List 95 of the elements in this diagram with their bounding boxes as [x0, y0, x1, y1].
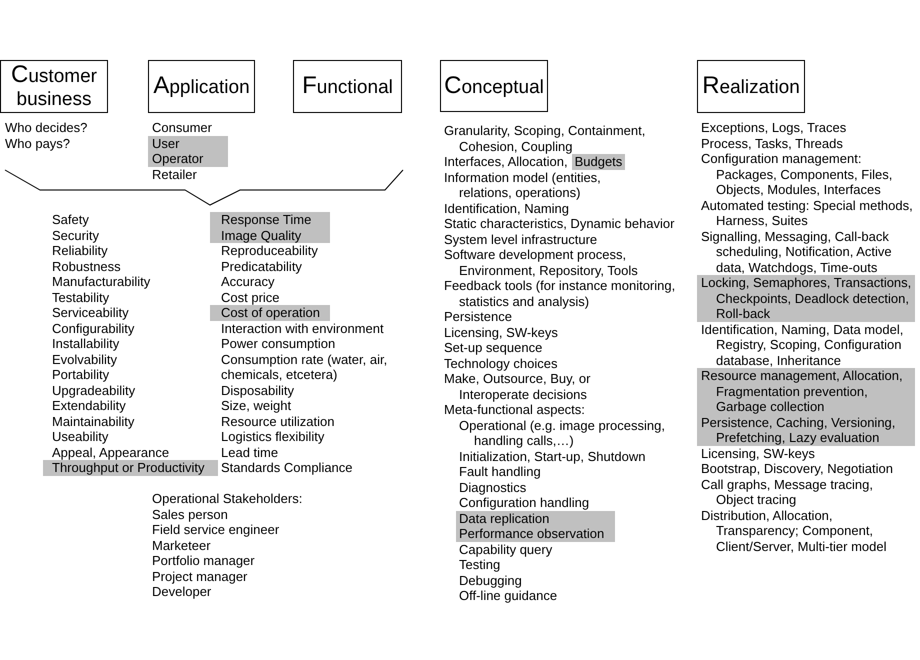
- quality-text: Accuracy: [221, 274, 274, 290]
- concept-text: Diagnostics: [459, 480, 526, 495]
- concept-text: Capability query: [459, 542, 552, 557]
- quality-text: Manufacturability: [52, 274, 150, 290]
- concept-text: Operational (e.g. image processing, handling calls,…): [459, 418, 666, 448]
- concept-text: Make, Outsource, Buy, or Interoperate decisions: [444, 371, 592, 402]
- concept-text: Meta-functional aspects:: [444, 402, 585, 418]
- highlighted-quality-text: Cost of operation: [210, 305, 330, 320]
- highlighted-realization-text: Resource management, Allocation, Fragmentation prevention, Garbage collection: [697, 368, 915, 414]
- quality-text: Testability: [52, 290, 110, 305]
- category-box: [697, 60, 805, 113]
- concept-text: Feedback tools (for instance monitoring, statistics and analysis): [444, 278, 676, 309]
- stakeholder-text: Project manager: [152, 568, 248, 584]
- stakeholder-text: Field service engineer: [152, 522, 280, 538]
- stakeholder-text: Operational Stakeholders:: [152, 491, 302, 506]
- realization-text: Licensing, SW-keys: [701, 446, 815, 461]
- category-title: Realization: [702, 74, 800, 99]
- quality-text: Upgradeability: [52, 382, 136, 398]
- realization-text: Identification, Naming, Data model, Registry, Scoping, Configuration database, Inheritance: [701, 322, 904, 368]
- category-box: [440, 60, 548, 112]
- concept-text: Off-line guidance: [459, 588, 558, 604]
- quality-text: Portability: [52, 367, 110, 382]
- question-text: Who decides?: [5, 120, 88, 136]
- highlighted-concept-text: Data replication: [456, 510, 615, 526]
- concept-text: Licensing, SW-keys: [444, 324, 558, 340]
- stakeholder-text: Retailer: [152, 166, 197, 182]
- concept-text: Testing: [459, 557, 500, 572]
- concept-text: Persistence: [444, 309, 512, 324]
- quality-text: Power consumption: [221, 336, 336, 352]
- concept-text: Set-up sequence: [444, 340, 542, 356]
- concept-text: Fault handling: [459, 464, 541, 480]
- concept-text: Configuration handling: [459, 495, 590, 510]
- quality-text: Interaction with environment: [221, 320, 384, 336]
- concept-text: Identification, Naming: [444, 200, 570, 216]
- concept-text: Technology choices: [444, 356, 558, 371]
- concept-text: Debugging: [459, 572, 522, 588]
- quality-text: Evolvability: [52, 352, 118, 367]
- quality-text: Size, weight: [221, 398, 292, 414]
- category-box: [148, 60, 255, 113]
- stakeholder-text: Developer: [152, 584, 212, 600]
- quality-text: Installability: [52, 336, 120, 352]
- quality-text: Consumption rate (water, air, chemicals, etcetera): [221, 352, 388, 382]
- quality-text: Lead time: [221, 444, 278, 460]
- stakeholder-text: Sales person: [152, 506, 228, 522]
- quality-text: Safety: [52, 212, 89, 228]
- quality-text: Cost price: [221, 290, 280, 305]
- quality-text: Configurability: [52, 320, 134, 336]
- highlighted-realization-text: Persistence, Caching, Versioning, Prefetching, Lazy evaluation: [697, 414, 915, 446]
- category-title: Customer business: [10, 62, 98, 110]
- realization-text: Automated testing: Special methods, Harness, Suites: [701, 198, 914, 228]
- realization-text: Exceptions, Logs, Traces: [701, 120, 846, 136]
- quality-text: Maintainability: [52, 414, 134, 429]
- quality-text: Serviceability: [52, 305, 129, 320]
- highlighted-stakeholder-text: User: [148, 136, 228, 151]
- quality-text: Logistics flexibility: [221, 429, 324, 444]
- concept-text: System level infrastructure: [444, 232, 598, 247]
- concept-text: Initialization, Start-up, Shutdown: [459, 448, 646, 464]
- stakeholder-text: Consumer: [152, 120, 212, 136]
- realization-text: Call graphs, Message tracing, Object tracing: [701, 476, 874, 508]
- category-title: Conceptual: [444, 74, 544, 98]
- highlighted-quality-text: Throughput or Productivity: [43, 460, 218, 476]
- concept-text: Information model (entities, relations, operations): [444, 170, 602, 200]
- concept-text: Interfaces, Allocation,: [444, 154, 568, 170]
- quality-text: Resource utilization: [221, 414, 334, 429]
- highlighted-concept-text: Budgets: [572, 154, 626, 170]
- quality-text: Standards Compliance: [221, 460, 353, 476]
- highlighted-quality-text: Image Quality: [210, 228, 330, 243]
- highlighted-realization-text: Locking, Semaphores, Transactions, Checkpoints, Deadlock detection, Roll-back: [697, 275, 915, 322]
- category-title: Application: [153, 74, 250, 99]
- category-box: [0, 60, 108, 113]
- realization-text: Distribution, Allocation, Transparency; Component, Client/Server, Multi-tier model: [701, 508, 888, 554]
- quality-text: Reproduceability: [221, 243, 318, 258]
- quality-text: Security: [52, 228, 99, 243]
- quality-text: Disposability: [221, 382, 294, 398]
- stakeholder-text: Portfolio manager: [152, 553, 255, 568]
- realization-text: Configuration management: Packages, Components, Files, Objects, Modules, Interfaces: [701, 151, 894, 198]
- realization-text: Process, Tasks, Threads: [701, 136, 843, 151]
- quality-text: Useability: [52, 429, 108, 444]
- highlighted-stakeholder-text: Operator: [148, 151, 228, 166]
- realization-text: Bootstrap, Discovery, Negotiation: [701, 461, 893, 476]
- quality-text: Predicatability: [221, 258, 302, 274]
- category-title: Functional: [302, 74, 393, 99]
- quality-text: Reliability: [52, 243, 108, 258]
- question-text: Who pays?: [5, 136, 70, 151]
- highlighted-concept-text: Performance observation: [456, 526, 615, 542]
- concept-text: Static characteristics, Dynamic behavior: [444, 216, 674, 232]
- quality-text: Extendability: [52, 398, 126, 414]
- quality-text: Appeal, Appearance: [52, 444, 170, 460]
- stakeholder-text: Marketeer: [152, 538, 211, 553]
- concept-text: Granularity, Scoping, Containment, Cohesion, Coupling: [444, 123, 646, 154]
- quality-text: Robustness: [52, 258, 121, 274]
- realization-text: Signalling, Messaging, Call-back scheduling, Notification, Active data, Watchdogs, Time-outs: [701, 228, 893, 275]
- concept-text: Software development process, Environment, Repository, Tools: [444, 247, 639, 278]
- highlighted-quality-text: Response Time: [210, 212, 330, 228]
- category-box: [293, 60, 402, 113]
